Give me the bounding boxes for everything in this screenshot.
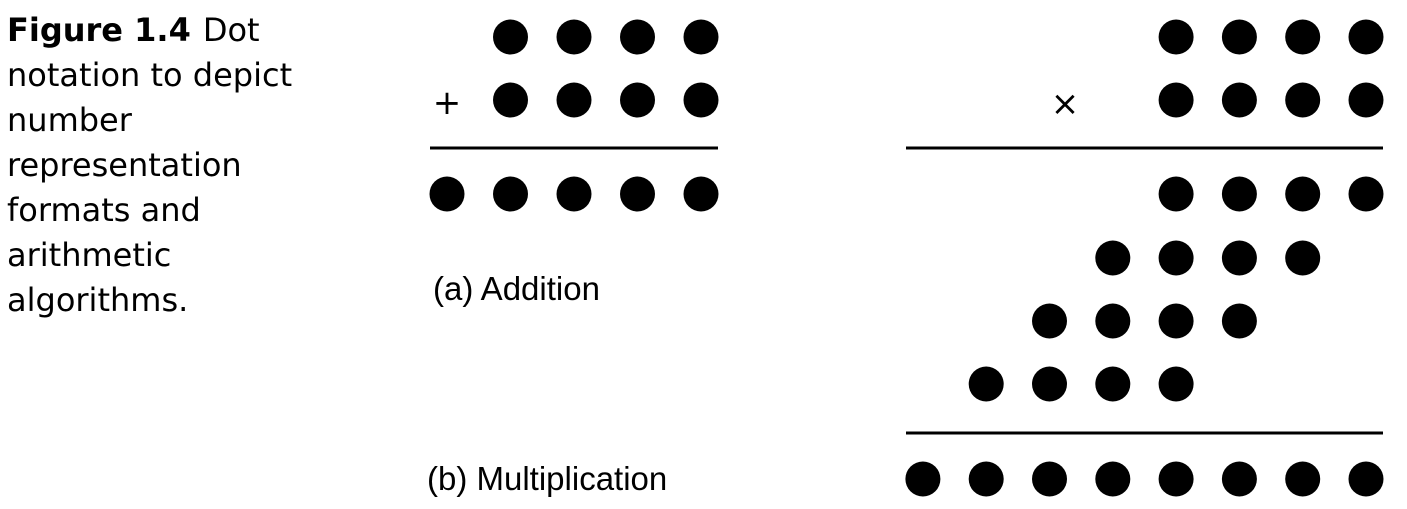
- addition-sum-dot: [683, 176, 719, 212]
- partial-product-dot: [968, 366, 1004, 402]
- multiplication-operand-dot: [1158, 19, 1194, 55]
- addition-sum-dot: [493, 176, 528, 212]
- addition-sum-dot: [620, 176, 655, 212]
- multiplication-label: (b) Multiplication: [427, 460, 668, 497]
- partial-product-dot: [1032, 303, 1067, 339]
- partial-product-dot: [1095, 240, 1131, 276]
- product-dot: [1158, 461, 1194, 497]
- partial-product-dot: [1158, 303, 1194, 339]
- addition-sum-dot: [556, 176, 592, 212]
- multiplication-diagram: ×: [905, 19, 1384, 497]
- partial-product-dot: [1032, 366, 1067, 402]
- addition-operand-dot: [620, 19, 655, 55]
- product-dot: [905, 461, 941, 497]
- addition-label: (a) Addition: [433, 270, 600, 307]
- partial-product-dot: [1158, 366, 1194, 402]
- addition-operand-dot: [493, 82, 528, 118]
- product-dot: [1285, 461, 1321, 497]
- caption-text: Dot notation to depict number representa…: [7, 11, 293, 319]
- multiplication-operand-dot: [1285, 19, 1321, 55]
- partial-product-dot: [1221, 303, 1257, 339]
- multiplication-operand-dot: [1221, 19, 1257, 55]
- partial-product-dot: [1348, 176, 1384, 212]
- partial-product-dot: [1285, 176, 1321, 212]
- partial-product-dot: [1221, 176, 1257, 212]
- partial-product-dot: [1095, 366, 1131, 402]
- addition-operand-dot: [556, 82, 592, 118]
- product-dot: [1095, 461, 1131, 497]
- product-dot: [1032, 461, 1067, 497]
- multiplication-operand-dot: [1221, 82, 1257, 118]
- plus-operator: +: [433, 83, 462, 123]
- times-operator: ×: [1051, 84, 1080, 124]
- product-dot: [1221, 461, 1257, 497]
- product-dot: [1348, 461, 1384, 497]
- addition-operand-dot: [620, 82, 655, 118]
- multiplication-operand-dot: [1158, 82, 1194, 118]
- addition-operand-dot: [493, 19, 528, 55]
- partial-product-dot: [1221, 240, 1257, 276]
- multiplication-operand-dot: [1285, 82, 1321, 118]
- multiplication-operand-dot: [1348, 82, 1384, 118]
- addition-operand-dot: [683, 82, 719, 118]
- figure-number: Figure 1.4: [7, 11, 191, 49]
- addition-diagram: +: [429, 19, 719, 212]
- multiplication-operand-dot: [1348, 19, 1384, 55]
- product-dot: [968, 461, 1004, 497]
- partial-product-dot: [1158, 240, 1194, 276]
- addition-operand-dot: [683, 19, 719, 55]
- addition-sum-dot: [429, 176, 465, 212]
- partial-product-dot: [1095, 303, 1131, 339]
- partial-product-dot: [1158, 176, 1194, 212]
- partial-product-dot: [1285, 240, 1321, 276]
- addition-operand-dot: [556, 19, 592, 55]
